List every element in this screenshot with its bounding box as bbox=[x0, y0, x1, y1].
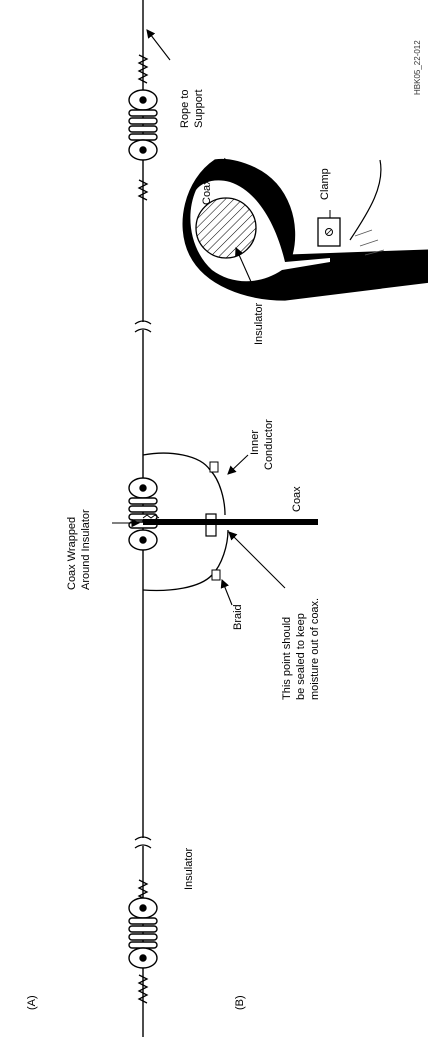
rope-to-support-line1: Rope to bbox=[179, 89, 191, 128]
inner-conductor-line1: Inner bbox=[249, 430, 261, 455]
clamp-screw-icon bbox=[325, 228, 333, 236]
braid-loop bbox=[142, 529, 229, 592]
lower-break-mark bbox=[134, 836, 152, 849]
coax-feedline bbox=[142, 513, 318, 537]
insulator-b-hatched bbox=[195, 197, 257, 259]
inner-conductor-loop bbox=[142, 452, 226, 516]
seal-note-line1: This point should bbox=[281, 617, 293, 700]
upper-break-mark bbox=[134, 320, 152, 333]
coax-tail bbox=[298, 256, 428, 291]
coax-label-a: Coax bbox=[291, 486, 303, 512]
center-insulator bbox=[128, 477, 158, 551]
clamp-label: Clamp bbox=[319, 168, 331, 200]
insulator-label-b: Insulator bbox=[253, 302, 265, 345]
insulator-label-a: Insulator bbox=[183, 847, 195, 890]
rope-to-support-line2: Support bbox=[193, 89, 205, 128]
arrow-insulator-b bbox=[235, 246, 253, 285]
coax-label-b: Coax bbox=[201, 179, 213, 205]
seal-note-line2: be sealed to keep bbox=[295, 613, 307, 700]
coax-wrapped-line2: Around Insulator bbox=[80, 509, 92, 590]
braid-label: Braid bbox=[232, 604, 244, 630]
labels: (A) (B) Rope to Support Coax Wrapped Aro… bbox=[26, 40, 422, 1010]
arrow-rope-to-support bbox=[146, 29, 171, 61]
panel-label-b: (B) bbox=[234, 995, 246, 1010]
arrow-braid bbox=[220, 578, 233, 606]
wire-tail-b bbox=[349, 159, 382, 241]
rope-wrap-top bbox=[137, 54, 149, 201]
seal-note-line3: moisture out of coax. bbox=[309, 598, 321, 700]
coax-wrapped-line1: Coax Wrapped bbox=[66, 517, 78, 590]
figure-id: HBK05_22-012 bbox=[413, 40, 422, 95]
rope-wrap-bottom bbox=[137, 879, 149, 1004]
arrow-inner-conductor bbox=[227, 454, 249, 475]
panel-label-a: (A) bbox=[26, 995, 38, 1010]
arrow-seal-point bbox=[228, 531, 286, 589]
inner-conductor-line2: Conductor bbox=[263, 419, 275, 470]
panel-b-detail bbox=[182, 157, 428, 301]
top-insulator bbox=[128, 89, 158, 161]
bottom-insulator bbox=[128, 897, 158, 969]
